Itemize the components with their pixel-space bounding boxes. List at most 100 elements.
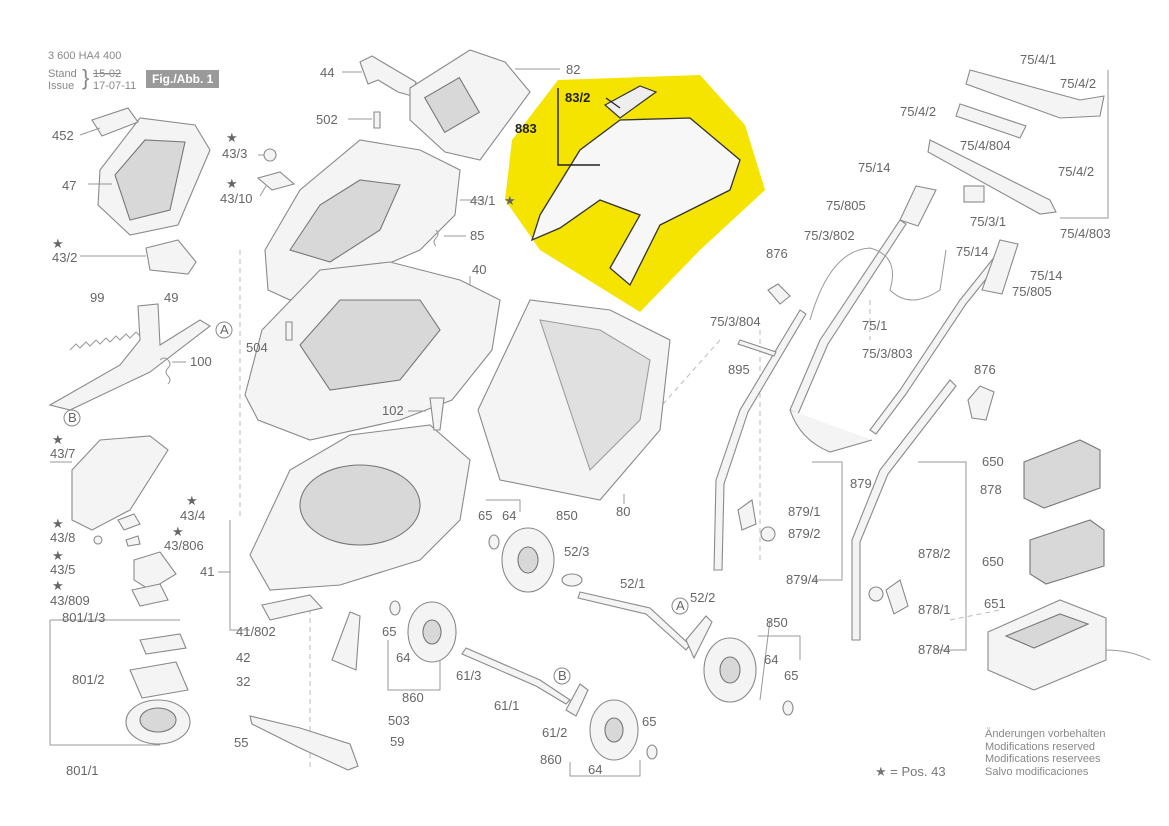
- label-43-809: 43/809: [50, 593, 90, 608]
- part-43-8-screw: [93, 535, 103, 545]
- stand-label: Stand: [48, 68, 77, 80]
- part-49-lever: [48, 303, 211, 411]
- svg-text:B: B: [68, 410, 77, 425]
- label-879-1: 879/1: [788, 504, 821, 519]
- part-80-grass-box: [477, 299, 671, 504]
- label-43-806: 43/806: [164, 538, 204, 553]
- label-878-4: 878/4: [918, 642, 951, 657]
- label-75-4-1: 75/4/1: [1020, 52, 1056, 67]
- label-879: 879: [850, 476, 872, 491]
- label-876-a: 876: [766, 246, 788, 261]
- part-878-2-knob: [868, 586, 884, 602]
- label-75-14-a: 75/14: [858, 160, 891, 175]
- star-legend: ★ = Pos. 43: [875, 764, 946, 779]
- part-40-main-housing: [244, 261, 501, 441]
- label-876-b: 876: [974, 362, 996, 377]
- part-651-charger: [987, 599, 1151, 691]
- label-75-3-804: 75/3/804: [710, 314, 761, 329]
- label-99: 99: [90, 290, 104, 305]
- part-876-knob-b: [967, 385, 995, 421]
- part-850-wheel-c: [589, 699, 639, 761]
- part-878-1-clamp: [885, 579, 909, 615]
- label-65-a: 65: [478, 508, 492, 523]
- doc-number: 3 600 HA4 400: [48, 50, 122, 62]
- issue-label: Issue: [48, 80, 75, 92]
- part-41-802-baffle: [261, 594, 324, 621]
- svg-text:★: ★: [52, 578, 64, 593]
- label-65-b: 65: [382, 624, 396, 639]
- label-43-10: 43/10: [220, 191, 253, 206]
- marker-a-top: A: [215, 321, 233, 339]
- part-876-knob-a: [767, 283, 791, 305]
- label-801-2: 801/2: [72, 672, 105, 687]
- label-52-3: 52/3: [564, 544, 589, 559]
- label-43-4: 43/4: [180, 508, 205, 523]
- label-52-2: 52/2: [690, 590, 715, 605]
- svg-text:★: ★: [172, 524, 184, 539]
- label-49: 49: [164, 290, 178, 305]
- part-100-spring: [159, 357, 186, 385]
- part-75-3-1-clip: [963, 185, 985, 203]
- label-860-b: 860: [540, 752, 562, 767]
- label-100: 100: [190, 354, 212, 369]
- label-502: 502: [316, 112, 338, 127]
- part-878-handle-lower: [851, 379, 957, 641]
- label-61-2: 61/2: [542, 725, 567, 740]
- label-75-3-1: 75/3/1: [970, 214, 1006, 229]
- label-83-2: 83/2: [565, 90, 590, 105]
- label-43-3: 43/3: [222, 146, 247, 161]
- label-64-c: 64: [588, 762, 602, 777]
- label-75-3-802: 75/3/802: [804, 228, 855, 243]
- label-61-1: 61/1: [494, 698, 519, 713]
- label-650-b: 650: [982, 554, 1004, 569]
- part-52-1-axle: [577, 591, 691, 651]
- label-40: 40: [472, 262, 486, 277]
- label-75-3-803: 75/3/803: [862, 346, 913, 361]
- part-61-2-bracket: [565, 683, 589, 717]
- label-41: 41: [200, 564, 214, 579]
- part-75-4-803-bar: [927, 139, 1057, 215]
- part-502-screw: [348, 111, 381, 129]
- label-32: 32: [236, 674, 250, 689]
- label-61-3: 61/3: [456, 668, 481, 683]
- svg-text:★: ★: [226, 130, 238, 145]
- label-879-4: 879/4: [786, 572, 819, 587]
- part-43-806-clip: [125, 535, 141, 547]
- modification-notes: Änderungen vorbehalten Modifications res…: [985, 728, 1105, 778]
- part-801-2-board: [129, 661, 189, 699]
- part-47-cover: [88, 117, 211, 236]
- part-75-4-804-lever: [955, 103, 1027, 139]
- label-75-14-c: 75/14: [1030, 268, 1063, 283]
- part-65-cap-c: [646, 744, 658, 760]
- part-879-1-clamp: [737, 499, 757, 531]
- svg-text:★: ★: [504, 193, 516, 208]
- label-75-4-2-b: 75/4/2: [900, 104, 936, 119]
- svg-text:★: ★: [52, 236, 64, 251]
- label-75-14-b: 75/14: [956, 244, 989, 259]
- note-fr: Modifications reservees: [985, 753, 1101, 765]
- part-879-handle-lower: [713, 309, 807, 571]
- label-651: 651: [984, 596, 1006, 611]
- label-801-1: 801/1: [66, 763, 99, 778]
- label-850-b: 850: [766, 615, 788, 630]
- part-65-cap-d: [782, 700, 794, 716]
- label-860-a: 860: [402, 690, 424, 705]
- part-43-809-cover: [131, 583, 169, 607]
- svg-text:B: B: [558, 668, 567, 683]
- part-43-2-clip: [80, 239, 197, 275]
- svg-text:A: A: [676, 598, 685, 613]
- part-75-1-handle-upper: [789, 219, 1007, 453]
- label-879-2: 879/2: [788, 526, 821, 541]
- part-452-tag: [79, 107, 139, 137]
- issue-value: 17-07-11: [93, 80, 137, 92]
- label-80: 80: [616, 504, 630, 519]
- label-55: 55: [234, 735, 248, 750]
- part-850-wheel-a: [501, 527, 555, 593]
- part-43-5-bracket: [133, 551, 177, 591]
- label-850-a: 850: [556, 508, 578, 523]
- label-59: 59: [390, 734, 404, 749]
- part-43-3-screw: [258, 148, 277, 162]
- part-55-blade: [249, 715, 359, 771]
- part-879-2-knob: [760, 526, 776, 542]
- part-85-spring: [433, 229, 466, 247]
